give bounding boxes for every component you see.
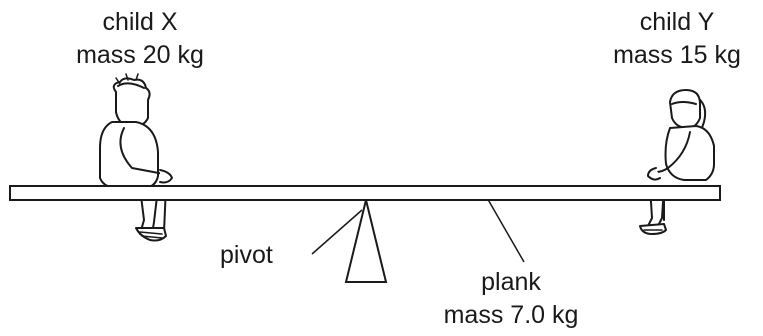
child-y-figure <box>639 89 715 235</box>
pivot-triangle <box>344 199 388 283</box>
child-y-name: child Y <box>639 8 715 36</box>
pivot-label: pivot <box>220 241 273 269</box>
plank-name: plank <box>481 268 541 296</box>
child-x-name: child X <box>102 8 178 36</box>
child-y-mass: mass 15 kg <box>613 41 741 69</box>
child-x-figure <box>99 73 173 242</box>
plank-bar <box>9 185 721 201</box>
plank-label: plank mass 7.0 kg <box>426 270 596 328</box>
child-x-mass: mass 20 kg <box>76 41 204 69</box>
pivot-leader-line <box>311 209 363 255</box>
plank-leader-line <box>485 195 525 263</box>
plank-mass: mass 7.0 kg <box>443 301 579 329</box>
child-y-label: child Y mass 15 kg <box>592 10 762 68</box>
child-x-label: child X mass 20 kg <box>60 10 220 68</box>
